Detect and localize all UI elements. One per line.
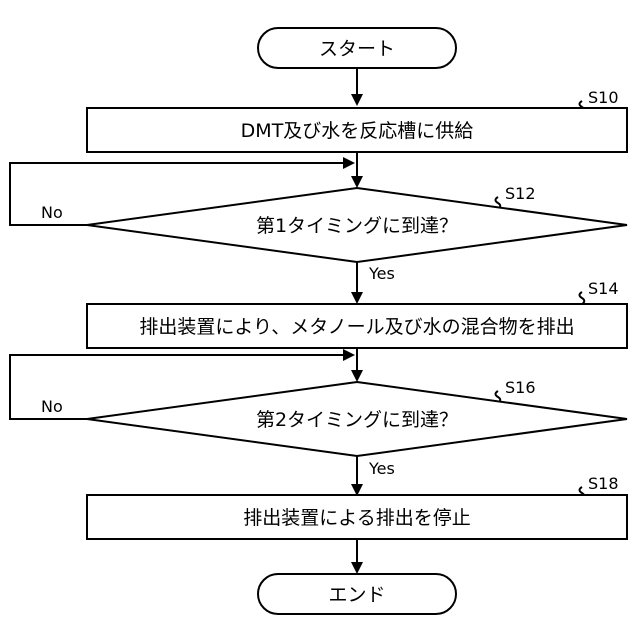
yes-label-s16: Yes [368,459,395,478]
step-id-s12: S12 [505,184,536,203]
end-label: エンド [328,584,385,606]
step-text-s14: 排出装置により、メタノール及び水の混合物を排出 [139,316,574,338]
start-label: スタート [319,38,395,60]
arrow-s12-to-s14: Yes [351,262,395,304]
step-id-s10: S10 [588,88,619,107]
decision-s16: S16 第2タイミングに到達？ [87,378,627,456]
arrow-s16-to-s18: Yes [351,456,395,496]
end-terminal: エンド [258,574,456,614]
arrow-s14-to-s16 [351,348,363,382]
step-text-s10: DMT及び水を反応槽に供給 [241,120,474,142]
decision-s12: S12 第1タイミングに到達？ [87,184,627,262]
arrow-start-to-s10 [351,68,363,106]
step-text-s16: 第2タイミングに到達？ [256,409,458,431]
no-label-s12: No [41,203,63,222]
start-terminal: スタート [258,28,456,68]
arrow-s10-to-s12 [351,152,363,188]
step-text-s18: 排出装置による排出を停止 [243,507,470,529]
step-id-s16: S16 [505,378,536,397]
step-text-s12: 第1タイミングに到達？ [256,215,458,237]
step-id-s14: S14 [588,279,619,298]
no-label-s16: No [41,397,63,416]
step-id-s18: S18 [588,474,619,493]
yes-label-s12: Yes [368,264,395,283]
arrow-s18-to-end [351,539,363,574]
